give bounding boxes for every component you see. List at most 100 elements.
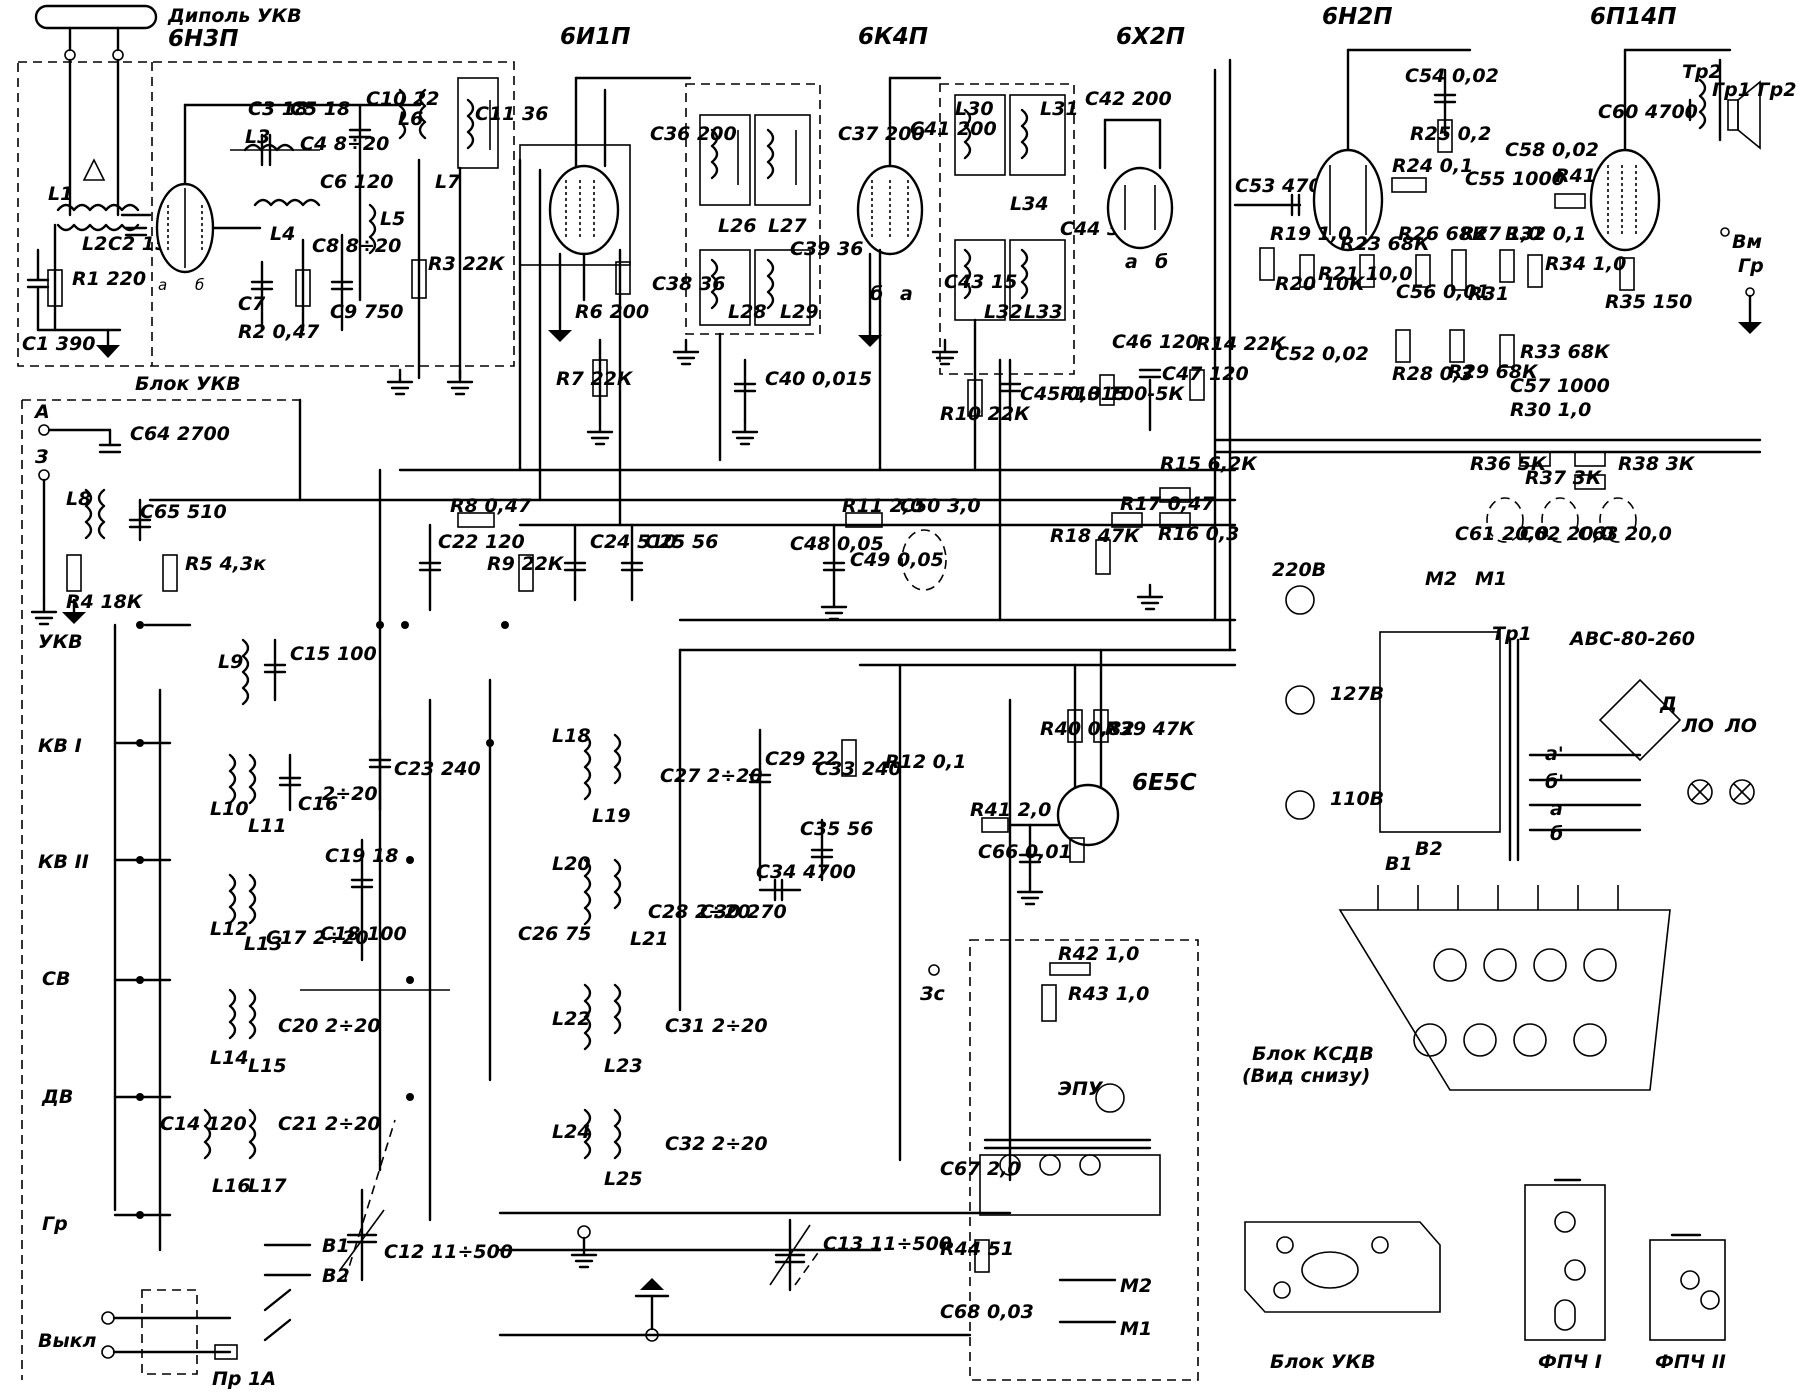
r4-label: R4 18К [66,591,144,613]
band-switch[interactable] [113,618,509,1252]
tube-6i1p: R6 200 R7 22К [519,76,692,446]
r34-label: R34 1,0 [1545,253,1626,275]
svg-text:а: а [900,283,913,305]
c38-label: С38 36 [652,273,725,295]
v220-label: 220В [1272,559,1326,581]
ground-icon [30,598,58,626]
vm-label: Вм [1732,231,1762,253]
l21-label: L21 [630,928,669,950]
l29-label: L29 [780,301,819,323]
ground-icon [446,368,474,396]
c50-label: С50 3,0 [900,495,981,517]
c21-label: С21 2÷20 [278,1113,381,1135]
c12-label: С12 11÷500 [384,1241,513,1263]
r44-label: R44 51 [940,1238,1014,1260]
a-out-label: а [1550,798,1563,820]
oscillator-circuits: L18 L19 С27 2÷20 С29 22 L20 L21 С26 75 С… [518,725,966,1292]
m1-epu-label: М1 [1120,1318,1152,1340]
fpch2-label: ФПЧ II [1655,1351,1726,1373]
c22-label: С22 120 [438,531,525,553]
c43-label: С43 15 [944,271,1017,293]
r24-label: R24 0,1 [1392,155,1473,177]
svg-text:б: б [1155,251,1168,273]
middle-bus: R8 0,47 R9 22К С22 120 С24 510 С25 56 R1… [148,453,1258,667]
lamp-icon [1729,779,1755,805]
l1-label: L1 [48,183,73,205]
lamp1-label: ЛО [1681,715,1714,737]
zs-label: Зс [919,983,945,1005]
r43-label: R43 1,0 [1068,983,1149,1005]
tube-6e5s-label: 6Е5С [1132,770,1197,796]
l15-label: L15 [248,1055,287,1077]
r11-label: R11 2,0 [842,495,923,517]
c25-label: С25 56 [645,531,718,553]
c63-label: С63 20,0 [1578,523,1672,545]
dipole-label: Диполь УКВ [167,5,302,27]
l16-label: L16 [212,1175,251,1197]
l8-label: L8 [66,488,91,510]
power-switch[interactable]: Пр 1А В1 В2 [101,1235,350,1390]
c27-label: С27 2÷20 [660,765,763,787]
c37-label: С37 200 [838,123,925,145]
v127-label: 127В [1330,683,1384,705]
l2-label: L2 [82,233,107,255]
wiring [298,58,1232,1342]
fpch1-filter: С36 200 С37 200 L26 L27 С38 36 С39 36 L2… [650,83,925,462]
speaker-icon [1727,80,1761,150]
r39-label: R39 47К [1105,718,1196,740]
b1-psu-label: В1 [1385,853,1413,875]
band-dv-label: ДВ [41,1086,73,1108]
tube-6n3p: а б [155,182,215,294]
l6-label: L6 [398,108,423,130]
c8-label: С8 8÷20 [312,235,401,257]
r28-label: R28 0,3 [1392,363,1473,385]
tr1-label: Тр1 [1492,623,1532,645]
c2020-label: 2÷20 [322,783,378,805]
tube-6h2p: а б С46 120 R14 22К С47 120 R13 100-5К [1060,118,1287,432]
l30-label: L30 [955,98,994,120]
fpch2-filter: С41 200 С42 200 L30 L31 L34 С43 15 С44 3… [910,83,1172,472]
r26-label: R26 68К [1398,223,1489,245]
b2-psu-label: В2 [1415,838,1443,860]
r3-label: R3 22К [428,253,506,275]
m1-psu-label: М1 [1475,568,1507,590]
gr1gr2-label: Гр1 Гр2 [1712,79,1796,101]
c36-label: С36 200 [650,123,737,145]
fpch1-label: ФПЧ I [1538,1351,1602,1373]
c18-label: С18 100 [320,923,407,945]
r35-label: R35 150 [1605,291,1692,313]
l5-label: L5 [380,208,405,230]
fuse-label: Пр 1А [212,1368,276,1390]
ground-icon [1016,878,1044,906]
ground-icon [570,1236,598,1269]
ground-icon [731,418,759,446]
l34-label: L34 [1010,193,1049,215]
ground-icon [586,418,614,446]
fpch2-drawing: ФПЧ II [1649,1233,1726,1373]
c39-label: С39 36 [790,238,863,260]
r10-label: R10 22К [940,403,1031,425]
ant-z-label: З [34,446,49,468]
c53-label: С53 4700 [1235,175,1335,197]
vhf-block-drawing: Блок УКВ [1244,1221,1441,1373]
r8-label: R8 0,47 [450,495,532,517]
svg-text:б: б [870,283,883,305]
ground-icon [672,338,700,366]
svg-text:а: а [1125,251,1138,273]
l7-label: L7 [435,171,461,193]
r1-label: R1 220 [72,268,146,290]
tube-6h2p-label: 6Х2П [1116,24,1185,50]
tube-6p14p-label: 6П14П [1590,4,1677,30]
r14-label: R14 22К [1196,333,1287,355]
ground-icon [1136,583,1164,611]
c11-label: С11 36 [475,103,548,125]
ground-icon [820,593,848,621]
r40-label: R40 0,82 [1040,718,1135,740]
l33-label: L33 [1024,301,1063,323]
vhf-block: Блок УКВ L1 L2 R1 220 С1 390 С2 15 [17,58,548,396]
c5-label: С5 18 [290,98,350,120]
ground-icon [386,368,414,396]
r42-label: R42 1,0 [1058,943,1139,965]
l31-label: L31 [1040,98,1079,120]
l17-label: L17 [248,1175,287,1197]
